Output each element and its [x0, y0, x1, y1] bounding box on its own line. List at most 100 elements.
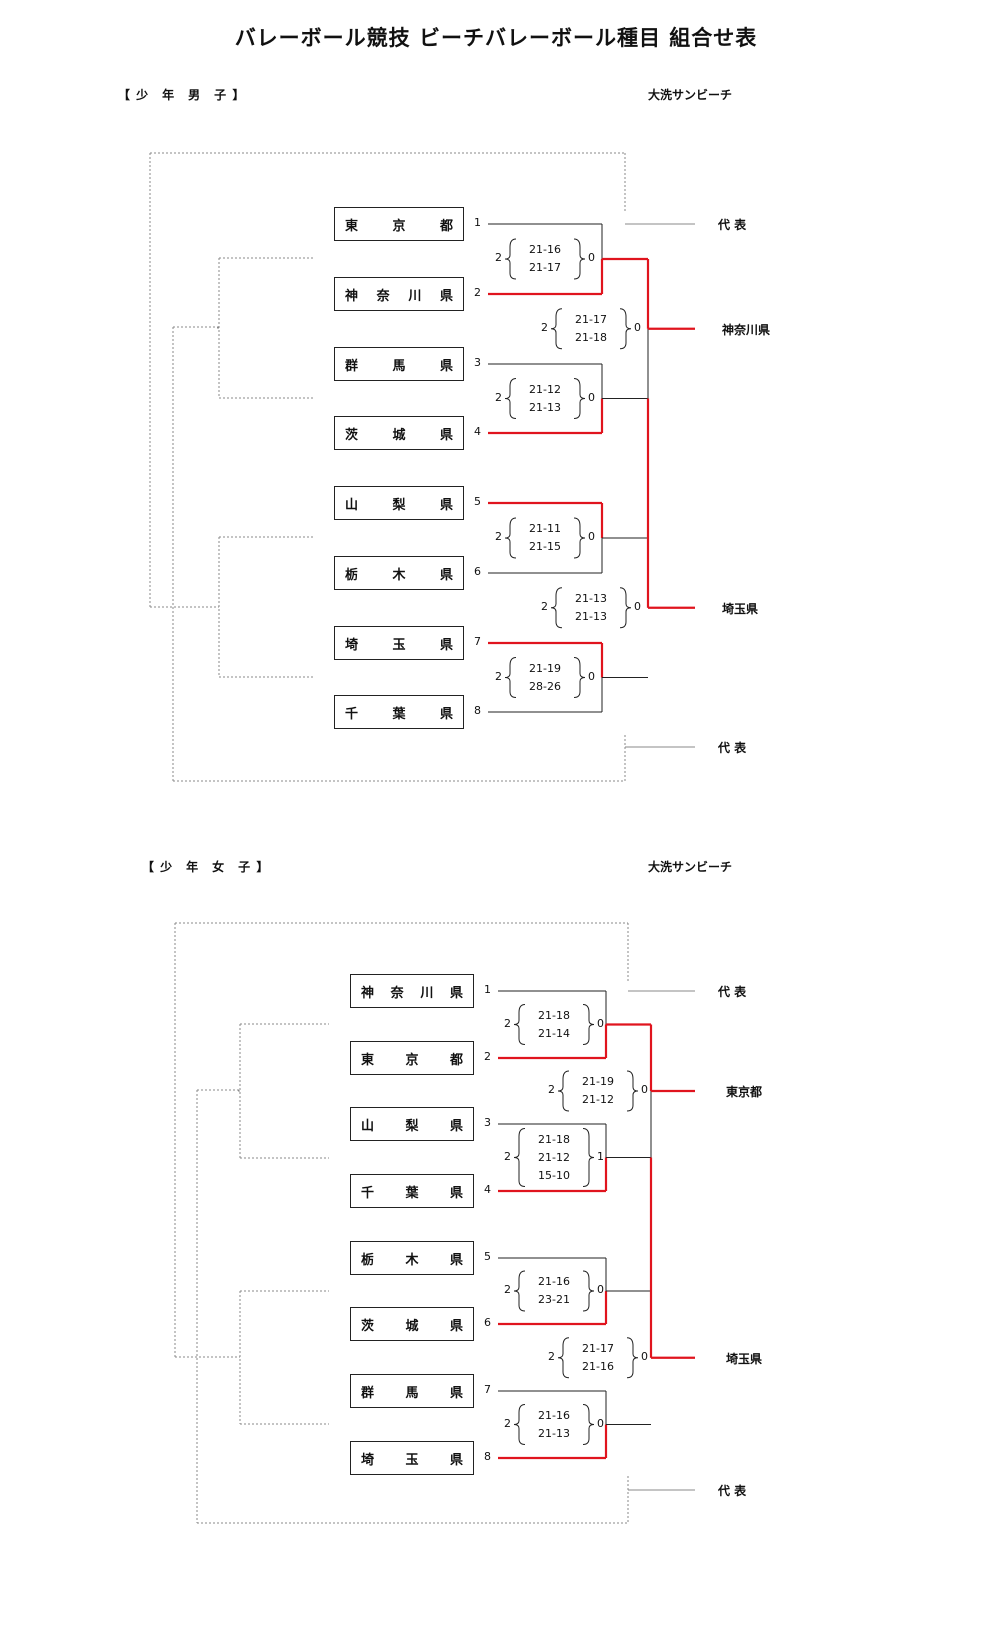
team-name-char: 梨: [405, 1118, 419, 1134]
set-score: 15-10: [538, 1168, 570, 1182]
set-score: 21-12: [538, 1150, 570, 1164]
sets-won-left: 2: [548, 1083, 555, 1096]
team-name-char: 玉: [392, 637, 406, 653]
team-name-char: 都: [439, 218, 453, 234]
score-brace-left: [513, 1404, 526, 1445]
team-name-char: 馬: [405, 1385, 419, 1401]
set-scores: 21-11 21-15: [513, 520, 577, 556]
team-name-char: 県: [449, 985, 463, 1001]
set-score: 21-11: [529, 522, 561, 535]
team-name-char: 埼: [361, 1452, 375, 1468]
score-brace-right: [619, 587, 632, 629]
sets-won-right: 0: [597, 1016, 604, 1030]
team-name-char: 東: [361, 1052, 375, 1068]
team-name-char: 奈: [390, 985, 404, 1001]
score-brace-left: [504, 657, 517, 698]
team-name-char: 栃: [361, 1252, 375, 1268]
set-scores: 21-19 28-26: [513, 660, 577, 696]
set-score: 21-14: [538, 1026, 570, 1040]
set-score: 21-13: [538, 1426, 570, 1440]
team-name-char: 東: [345, 218, 359, 234]
score-brace-right: [573, 378, 586, 419]
seed-number: 5: [484, 1250, 491, 1263]
seed-number: 2: [474, 286, 481, 299]
representative-label: 代 表: [718, 1484, 747, 1498]
seed-number: 5: [474, 495, 481, 508]
team-name-char: 県: [439, 358, 453, 374]
team-name-char: 城: [392, 427, 406, 443]
seed-number: 3: [484, 1116, 491, 1129]
score-brace-right: [626, 1070, 639, 1112]
score-brace-right: [573, 657, 586, 698]
set-score: 21-19: [529, 661, 561, 675]
set-score: 21-18: [575, 330, 607, 344]
set-score: 21-18: [538, 1008, 570, 1022]
team-box: 埼玉県: [334, 626, 464, 660]
seed-number: 8: [474, 704, 481, 717]
sets-won-right: 0: [634, 599, 641, 613]
bracket-winner: 東京都: [726, 1085, 763, 1099]
sets-won-left: 2: [495, 669, 502, 683]
team-name-char: 川: [420, 985, 434, 1001]
team-box: 山梨県: [350, 1107, 474, 1141]
team-box: 神奈川県: [350, 974, 474, 1008]
seed-number: 7: [474, 635, 481, 648]
team-name-char: 城: [405, 1318, 419, 1334]
team-box: 千葉県: [334, 695, 464, 729]
team-name-char: 埼: [345, 637, 359, 653]
team-name-char: 馬: [392, 358, 406, 374]
sets-won-left: 2: [504, 1416, 511, 1430]
team-box: 茨城県: [334, 416, 464, 450]
boys-section-label: 【 少 年 男 子 】: [118, 88, 246, 102]
seed-number: 1: [484, 983, 491, 996]
sets-won-left: 2: [495, 251, 502, 264]
score-brace-right: [582, 1404, 595, 1445]
sets-won-left: 2: [504, 1149, 511, 1163]
team-name-char: 県: [439, 706, 453, 722]
team-name-char: 木: [405, 1252, 419, 1268]
girls-section-label: 【 少 年 女 子 】: [142, 860, 270, 874]
team-box: 群馬県: [334, 347, 464, 381]
team-name-char: 千: [361, 1185, 375, 1201]
score-brace-left: [557, 1337, 570, 1379]
set-score: 21-13: [529, 400, 561, 414]
set-score: 21-15: [529, 540, 561, 553]
team-name-char: 梨: [392, 497, 406, 513]
team-name-char: 県: [449, 1118, 463, 1134]
team-box: 東京都: [350, 1041, 474, 1075]
team-name-char: 京: [392, 218, 406, 234]
team-name-char: 県: [439, 288, 453, 304]
score-brace-right: [582, 1128, 595, 1187]
team-name-char: 群: [345, 358, 359, 374]
set-score: 21-19: [582, 1075, 614, 1088]
sets-won-right: 0: [597, 1283, 604, 1296]
set-score: 21-13: [575, 609, 607, 623]
team-name-char: 奈: [376, 288, 390, 304]
boys-venue: 大洗サンビーチ: [648, 88, 733, 102]
team-name-char: 玉: [405, 1452, 419, 1468]
team-name-char: 茨: [345, 427, 359, 443]
set-score: 21-16: [538, 1275, 570, 1288]
sets-won-right: 0: [641, 1349, 648, 1363]
seed-number: 6: [484, 1316, 491, 1329]
sets-won-left: 2: [548, 1349, 555, 1363]
score-brace-right: [626, 1337, 639, 1379]
bracket-winner: 神奈川県: [722, 322, 771, 337]
seed-number: 1: [474, 216, 481, 229]
seed-number: 4: [474, 425, 481, 438]
set-scores: 21-18 21-14: [522, 1007, 586, 1043]
set-score: 28-26: [529, 679, 561, 693]
team-box: 栃木県: [350, 1241, 474, 1275]
seed-number: 2: [484, 1050, 491, 1063]
team-name-char: 木: [392, 567, 406, 583]
sets-won-left: 2: [504, 1283, 511, 1296]
seed-number: 6: [474, 565, 481, 578]
sets-won-left: 2: [495, 390, 502, 404]
